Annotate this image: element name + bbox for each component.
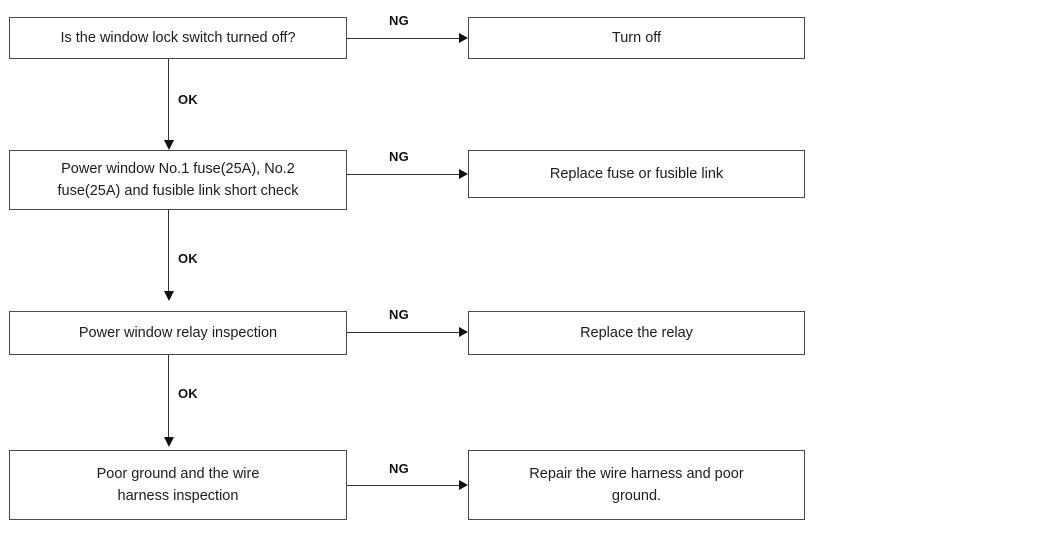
edge-label-ok-1: OK: [178, 92, 198, 107]
branch-ng-4-arrowhead: [459, 480, 468, 490]
action-box-4-label: Repair the wire harness and poor ground.: [529, 465, 744, 504]
step-box-4-label: Poor ground and the wire harness inspect…: [96, 465, 260, 504]
branch-ok-3-arrowhead: [164, 437, 174, 447]
edge-label-ok-2: OK: [178, 251, 198, 266]
action-box-3[interactable]: Replace the relay: [468, 311, 805, 355]
branch-ok-3-line: [168, 355, 169, 440]
step-box-3[interactable]: Power window relay inspection: [9, 311, 347, 355]
branch-ng-2-arrowhead: [459, 169, 468, 179]
step-box-2[interactable]: Power window No.1 fuse(25A), No.2 fuse(2…: [9, 150, 347, 210]
branch-ng-1-arrowhead: [459, 33, 468, 43]
branch-ng-1-line: [347, 38, 459, 39]
edge-label-ok-3: OK: [178, 386, 198, 401]
step-box-1-label: Is the window lock switch turned off?: [60, 29, 296, 46]
branch-ng-3-arrowhead: [459, 327, 468, 337]
action-box-3-label: Replace the relay: [580, 324, 693, 341]
edge-label-ng-1: NG: [389, 13, 409, 28]
edge-label-ng-3: NG: [389, 307, 409, 322]
edge-label-ng-2: NG: [389, 149, 409, 164]
edge-label-ng-4: NG: [389, 461, 409, 476]
branch-ok-2-arrowhead: [164, 291, 174, 301]
branch-ok-1-arrowhead: [164, 140, 174, 150]
action-box-4[interactable]: Repair the wire harness and poor ground.: [468, 450, 805, 520]
action-box-2-label: Replace fuse or fusible link: [549, 165, 724, 182]
step-box-4[interactable]: Poor ground and the wire harness inspect…: [9, 450, 347, 520]
branch-ok-2-line: [168, 210, 169, 294]
step-box-1[interactable]: Is the window lock switch turned off?: [9, 17, 347, 59]
step-box-2-label: Power window No.1 fuse(25A), No.2 fuse(2…: [57, 160, 299, 199]
action-box-1[interactable]: Turn off: [468, 17, 805, 59]
branch-ng-2-line: [347, 174, 459, 175]
action-box-1-label: Turn off: [611, 29, 662, 46]
step-box-3-label: Power window relay inspection: [78, 324, 278, 341]
action-box-2[interactable]: Replace fuse or fusible link: [468, 150, 805, 198]
branch-ng-4-line: [347, 485, 459, 486]
branch-ok-1-line: [168, 59, 169, 143]
branch-ng-3-line: [347, 332, 459, 333]
